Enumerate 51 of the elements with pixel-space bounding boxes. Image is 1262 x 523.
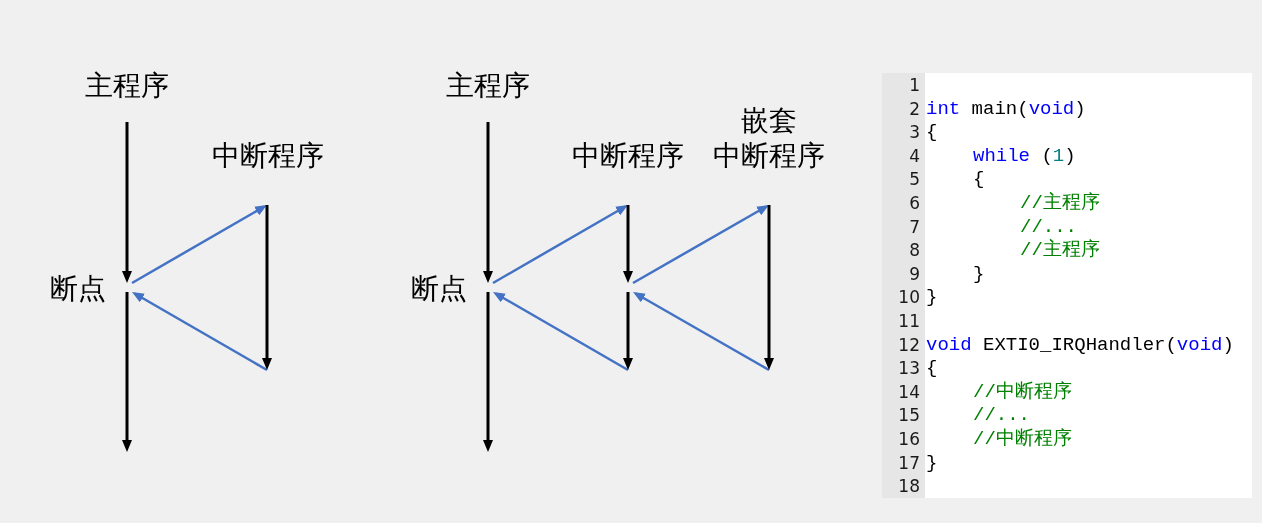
line-number: 11 (898, 311, 920, 331)
line-number: 12 (898, 334, 920, 355)
code-line: //... (1020, 215, 1077, 238)
code-line: } (926, 286, 938, 309)
breakpoint-label: 断点 (50, 270, 106, 306)
code-line: //主程序 (1020, 192, 1100, 214)
code-line: } (926, 451, 938, 474)
timeline-arrow (623, 205, 633, 370)
line-number: 10 (898, 287, 920, 308)
line-number: 9 (909, 263, 920, 284)
line-number: 4 (909, 145, 920, 166)
line-number: 18 (898, 476, 920, 497)
code-line: //... (973, 404, 1030, 427)
line-number: 17 (898, 452, 920, 473)
arrow (632, 205, 769, 285)
line-number: 15 (898, 405, 920, 426)
breakpoint-label: 断点 (411, 270, 467, 306)
arrow (633, 292, 770, 372)
line-number: 7 (909, 216, 920, 237)
code-line: //中断程序 (973, 428, 1072, 450)
line-number: 6 (909, 193, 920, 213)
arrow (493, 292, 629, 372)
code-line: { (926, 357, 938, 380)
heading-text: 主程序 (446, 67, 530, 103)
code-line: while (1) (973, 144, 1076, 167)
arrow (132, 292, 268, 372)
timeline-arrow (262, 205, 272, 370)
line-number: 1 (909, 75, 920, 95)
line-number: 16 (898, 429, 920, 449)
code-line: int main(void) (926, 97, 1086, 120)
line-number: 2 (909, 98, 920, 119)
timeline-arrow (483, 122, 493, 452)
line-number: 3 (909, 122, 920, 143)
heading-text: 主程序 (85, 67, 169, 103)
heading-text: 中断程序 (212, 137, 324, 173)
arrow (131, 205, 267, 285)
arrow (492, 205, 628, 285)
line-number: 5 (909, 169, 920, 190)
line-number: 8 (909, 240, 920, 261)
code-line: //中断程序 (973, 380, 1072, 403)
line-number: 13 (898, 358, 920, 379)
timeline-arrow (122, 122, 132, 452)
code-line: //主程序 (1020, 239, 1100, 262)
code-line: void EXTI0_IRQHandler(void) (926, 333, 1234, 356)
code-line: } (973, 262, 985, 285)
timeline-arrow (764, 205, 774, 370)
code-line: { (926, 121, 938, 144)
line-number: 14 (898, 381, 920, 402)
heading-text: 中断程序 (572, 137, 684, 173)
heading-text: 嵌套中断程序 (712, 103, 826, 173)
code-line: { (973, 168, 985, 191)
